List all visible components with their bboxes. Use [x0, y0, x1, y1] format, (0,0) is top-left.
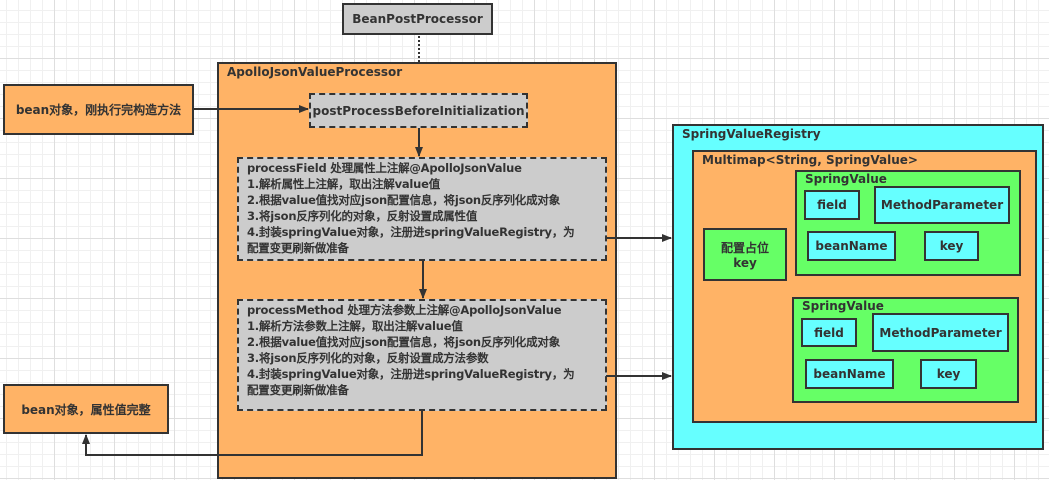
- process-field-node[interactable]: processField 处理属性上注解@ApolloJsonValue 1.解…: [237, 157, 607, 261]
- bean-output-node[interactable]: bean对象，属性值完整: [3, 384, 169, 434]
- spring-value-key-label: key: [939, 239, 964, 253]
- bean-output-label: bean对象，属性值完整: [21, 402, 151, 417]
- spring-value-method-parameter[interactable]: MethodParameter: [874, 186, 1010, 224]
- process-field-line: 4.封装springValue对象，注册进springValueRegistry…: [247, 225, 575, 239]
- spring-value-method-parameter-label: MethodParameter: [879, 325, 1002, 340]
- process-field-line: 3.将json反序列化的对象，反射设置成属性值: [247, 209, 478, 223]
- post-process-before-initialization-label: postProcessBeforeInitialization: [312, 103, 525, 118]
- placeholder-key-node[interactable]: 配置占位 key: [703, 228, 787, 281]
- process-method-line: 4.封装springValue对象，注册进springValueRegistry…: [247, 367, 575, 381]
- process-method-line: 2.根据value值找对应json配置信息，将json反序列化成对象: [247, 335, 561, 349]
- spring-value-field-label: field: [817, 198, 847, 212]
- process-field-line: 1.解析属性上注解，取出注解value值: [247, 177, 441, 191]
- bean-input-node[interactable]: bean对象，刚执行完构造方法: [3, 84, 194, 135]
- spring-value-key-label: key: [936, 367, 961, 381]
- process-field-line: 2.根据value值找对应json配置信息，将json反序列化成对象: [247, 193, 561, 207]
- spring-value-key[interactable]: key: [920, 359, 977, 389]
- bean-input-label: bean对象，刚执行完构造方法: [15, 103, 182, 117]
- spring-value-title: SpringValue: [802, 299, 884, 313]
- spring-value-method-parameter[interactable]: MethodParameter: [872, 313, 1009, 352]
- process-field-line: processField 处理属性上注解@ApolloJsonValue: [247, 161, 522, 175]
- placeholder-key-label-line1: 配置占位: [720, 241, 769, 255]
- placeholder-key-label-line2: key: [733, 256, 757, 270]
- process-method-line: processMethod 处理方法参数上注解@ApolloJsonValue: [247, 303, 562, 317]
- spring-value-key[interactable]: key: [924, 231, 979, 261]
- spring-value-field[interactable]: field: [801, 318, 857, 347]
- spring-value-registry-title: SpringValueRegistry: [682, 127, 821, 141]
- spring-value-bean-name[interactable]: beanName: [807, 231, 896, 261]
- process-field-line: 配置变更刷新做准备: [247, 241, 349, 255]
- post-process-before-initialization-node[interactable]: postProcessBeforeInitialization: [309, 93, 528, 128]
- apollo-json-value-processor-title: ApolloJsonValueProcessor: [227, 65, 403, 79]
- spring-value-field[interactable]: field: [804, 190, 860, 220]
- bean-post-processor-node[interactable]: BeanPostProcessor: [342, 3, 493, 35]
- spring-value-method-parameter-label: MethodParameter: [880, 198, 1004, 212]
- process-method-line: 1.解析方法参数上注解，取出注解value值: [247, 319, 463, 333]
- multimap-title: Multimap<String, SpringValue>: [702, 153, 918, 167]
- spring-value-bean-name-label: beanName: [815, 239, 888, 253]
- bean-post-processor-label: BeanPostProcessor: [352, 12, 483, 26]
- spring-value-field-label: field: [814, 325, 844, 340]
- spring-value-bean-name[interactable]: beanName: [805, 359, 894, 389]
- spring-value-bean-name-label: beanName: [813, 367, 886, 381]
- process-method-line: 3.将json反序列化的对象，反射设置成方法参数: [247, 351, 489, 365]
- process-method-node[interactable]: processMethod 处理方法参数上注解@ApolloJsonValue …: [237, 299, 607, 411]
- spring-value-title: SpringValue: [805, 172, 887, 186]
- process-method-line: 配置变更刷新做准备: [247, 383, 349, 397]
